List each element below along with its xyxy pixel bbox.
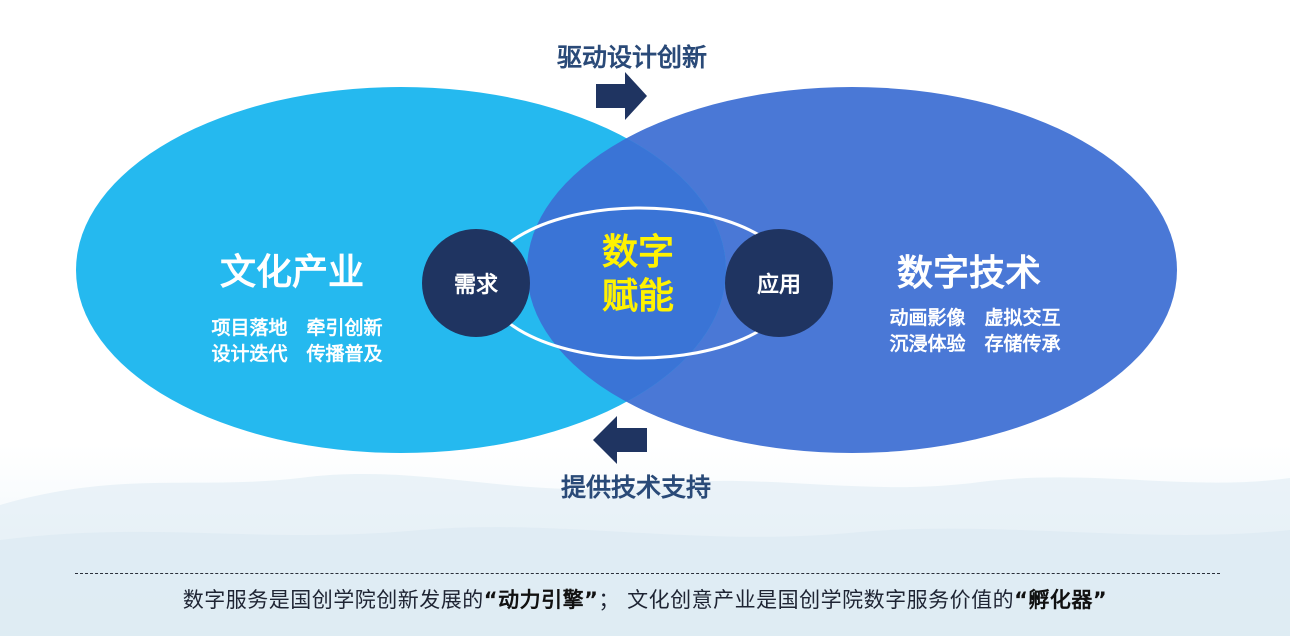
left-ellipse bbox=[76, 87, 726, 453]
left-title: 文化产业 bbox=[220, 252, 364, 293]
top-label: 驱动设计创新 bbox=[557, 43, 707, 72]
left-node-circle bbox=[422, 229, 530, 337]
left-line-1: 项目落地 牵引创新 bbox=[211, 316, 382, 339]
right-node-label: 应用 bbox=[757, 272, 801, 298]
left-arrow-icon bbox=[593, 416, 647, 464]
caption-part-1: 数字服务是国创学院创新发展的 bbox=[182, 588, 484, 612]
right-ellipse bbox=[527, 87, 1177, 453]
caption-part-2: ； 文化创意产业是国创学院数字服务价值的 bbox=[598, 588, 1015, 612]
center-line-2: 赋能 bbox=[602, 276, 674, 317]
center-line-1: 数字 bbox=[602, 232, 674, 273]
caption-divider bbox=[75, 573, 1220, 574]
caption-bold-1: “动力引擎” bbox=[483, 588, 599, 612]
right-arrow-icon bbox=[596, 72, 647, 120]
bottom-label: 提供技术支持 bbox=[561, 473, 711, 502]
right-node-circle bbox=[725, 229, 833, 337]
right-line-1: 动画影像 虚拟交互 bbox=[889, 306, 1060, 329]
mist-mountains-front bbox=[0, 527, 1290, 636]
left-line-2: 设计迭代 传播普及 bbox=[211, 342, 383, 365]
caption-bold-2: “孵化器” bbox=[1014, 588, 1108, 612]
right-line-2: 沉浸体验 存储传承 bbox=[889, 332, 1060, 355]
left-node-label: 需求 bbox=[454, 273, 498, 298]
caption: 数字服务是国创学院创新发展的“动力引擎”； 文化创意产业是国创学院数字服务价值的… bbox=[0, 584, 1290, 614]
right-title: 数字技术 bbox=[897, 253, 1041, 294]
